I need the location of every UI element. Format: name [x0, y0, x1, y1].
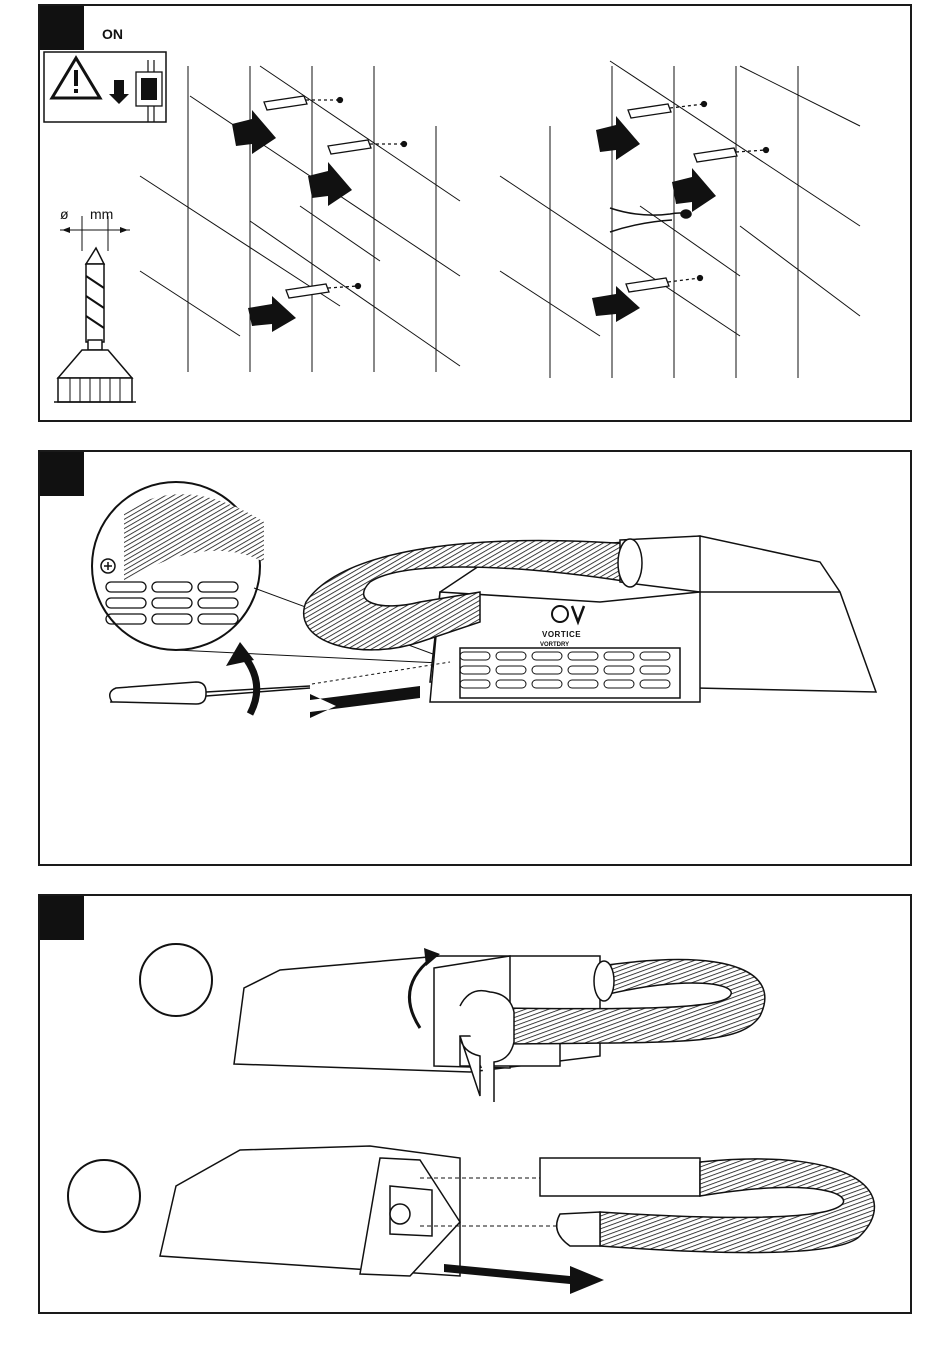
model-name: VORTDRY [540, 642, 569, 648]
drill-diameter-symbol: ø [60, 206, 69, 222]
power-on-label: ON [102, 26, 123, 42]
dryer-unit-lower [160, 1146, 460, 1276]
sub-step-circle-b [68, 1160, 140, 1232]
panel-step-1: ON ø mm [38, 4, 912, 422]
panel-3-illustration [40, 896, 912, 1314]
drill-bit-icon [54, 216, 136, 402]
cable-icon [610, 208, 691, 232]
wall-grid-left [140, 66, 460, 372]
hose-icon-lower [420, 1158, 874, 1253]
panel-1-illustration [40, 6, 912, 422]
brand-name: VORTICE [542, 630, 581, 639]
panel-2-illustration [40, 452, 912, 866]
panel-step-2: VORTICE VORTDRY [38, 450, 912, 866]
wall-grid-right [500, 61, 860, 378]
drill-unit-label: mm [90, 206, 113, 222]
pull-arrow-icon [310, 686, 420, 718]
sub-step-circle-a [140, 944, 212, 1016]
switch-icon [109, 60, 162, 122]
pull-arrow-icon [444, 1264, 604, 1294]
warning-triangle-icon [52, 58, 100, 98]
panel-step-3 [38, 894, 912, 1314]
push-arrow-icon [232, 110, 716, 332]
